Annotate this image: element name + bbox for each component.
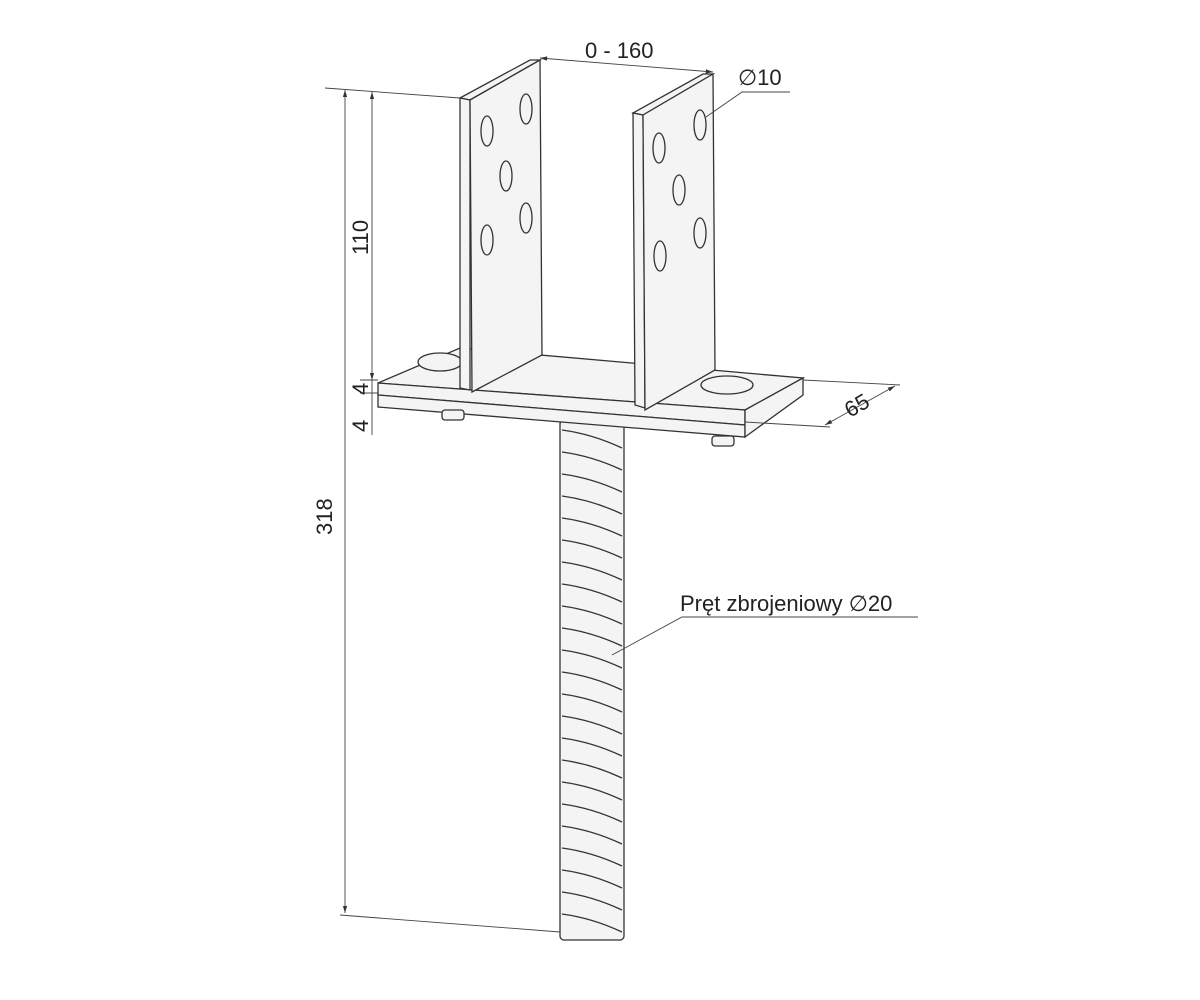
left-bracket-plate [458,58,543,394]
rebar-rib [561,429,623,449]
rebar-rib [561,495,623,515]
nut-right [711,435,735,447]
rebar-rib [561,583,623,603]
rebar-rib [561,759,623,779]
rebar-rib [561,781,623,801]
rebar-rib [561,913,623,933]
rebar-rib [561,649,623,669]
dim-bracket-height: 110 [348,220,373,255]
rebar-rib [561,693,623,713]
bolt-hole [652,132,666,164]
rebar-label: Pręt zbrojeniowy ∅20 [680,591,892,616]
bolt-hole [499,160,513,192]
rebar-rib [561,715,623,735]
rebar-rib [561,517,623,537]
bolt-hole [653,240,667,272]
bolt-hole [693,109,707,141]
rebar-rib [561,737,623,757]
rebar-rib [561,539,623,559]
nut-left [441,409,465,421]
dim-hole-diameter: ∅10 [738,65,782,90]
rebar-rib [561,627,623,647]
dim-plate-thickness-bottom: 4 [348,420,373,432]
dim-width-range: 0 - 160 [585,38,654,63]
bolt-hole [519,93,533,125]
bolt-hole [480,115,494,147]
dimension-lines [324,56,918,933]
base-hole-left [417,352,463,372]
right-bracket-plate [631,72,716,412]
rebar-rib [561,561,623,581]
rebar-rib [561,847,623,867]
rebar-rib [561,473,623,493]
rebar-rib [561,825,623,845]
rebar [559,419,625,941]
rebar-rib [561,803,623,823]
dim-total-height: 318 [312,498,337,535]
dim-plate-depth: 65 [840,388,874,422]
rebar-rib [561,605,623,625]
rebar-rib [561,891,623,911]
bolt-hole [693,217,707,249]
bolt-hole [480,224,494,256]
rebar-rib [561,869,623,889]
rebar-rib [561,451,623,471]
bolt-hole [672,174,686,206]
rebar-rib [561,671,623,691]
bolt-hole [519,202,533,234]
base-hole-right [700,375,754,395]
dim-plate-thickness-top: 4 [348,383,373,395]
